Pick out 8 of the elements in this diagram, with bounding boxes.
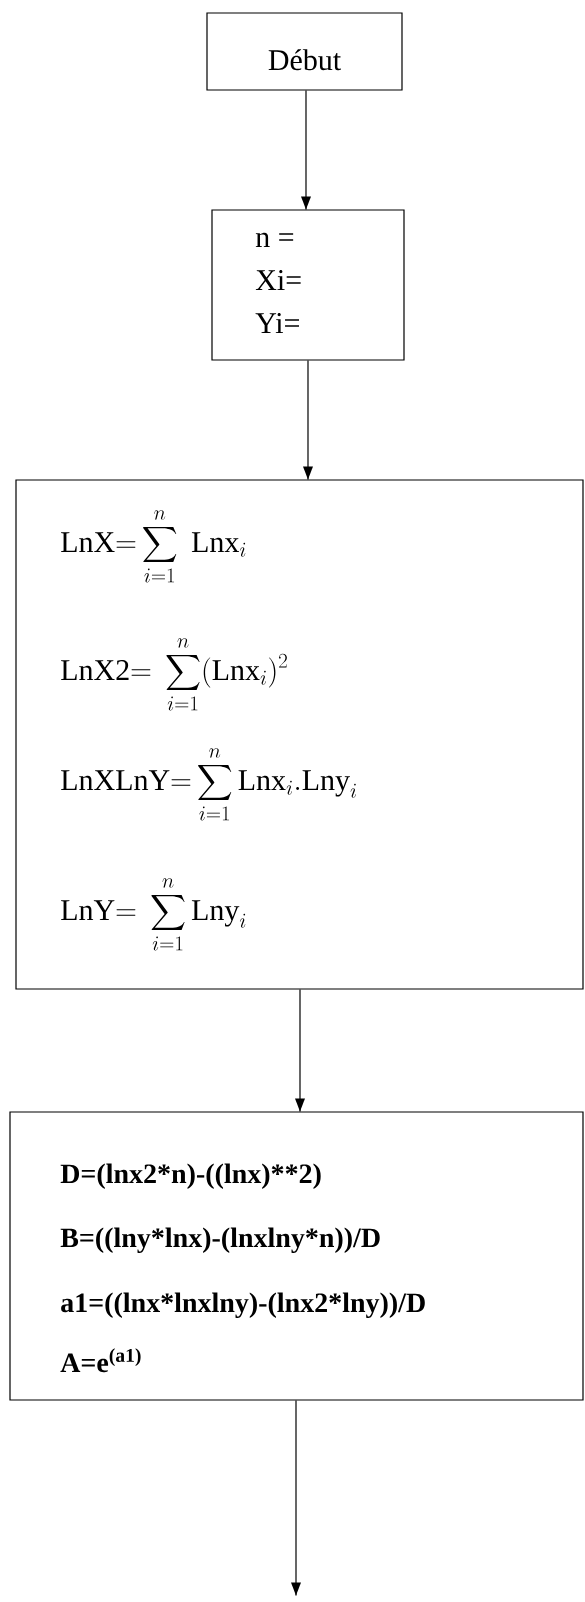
process-box: n = Xi= Yi= [211, 209, 405, 361]
process-box: Début [206, 12, 403, 91]
process-box: $\mathrm{LnX}{=}\sum_{i=1}^{n}\;\mathrm{Lnx}_i$ $\mathrm{LnX2}{=}\;\sum_{i=1}^{n}(\mathrm{Lnx}_i)^2$ $\mathrm{LnXLnY}{=}\sum_{i=1}^{n}\mathrm{Lnx}_i.\mathrm{Lny}_i$ $\mathrm{LnY}{=}\;\sum_{i=1}^{n}\mathrm{Lny}_i$ [15, 479, 584, 990]
arrow [295, 989, 305, 1112]
arrow [291, 1400, 301, 1597]
arrow [301, 90, 311, 210]
arrow [303, 360, 313, 480]
process-box: D=(lnx2*n)-((lnx)**2) B=((lny*lnx)-(lnxlny*n))/D a1=((lnx*lnxlny)-(lnx2*lny))/D A=e$^{(a1)}$ [9, 1111, 584, 1401]
